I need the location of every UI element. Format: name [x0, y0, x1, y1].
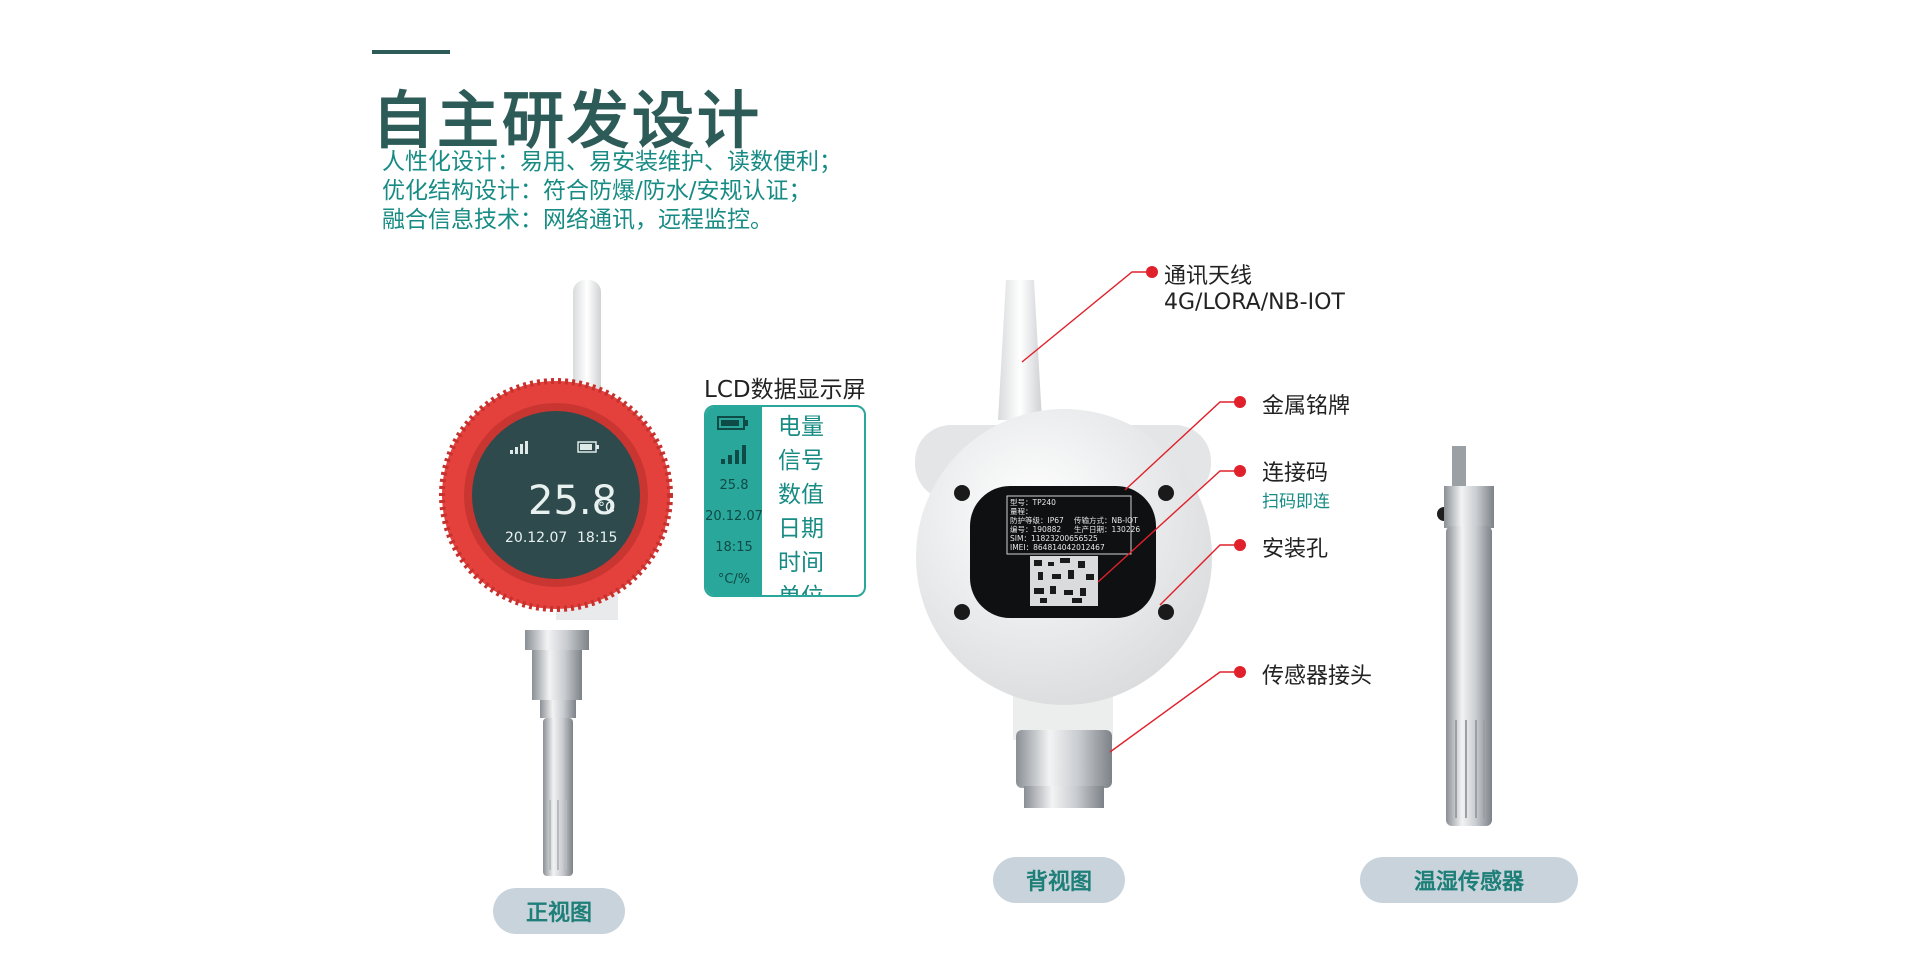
feature-item: 人性化设计：易用、易安装维护、读数便利；: [382, 149, 842, 175]
legend-label-battery: 电量: [778, 414, 824, 440]
callout-dots: [1146, 266, 1246, 678]
svg-text:量程：: 量程：: [1010, 507, 1033, 516]
front-sensor-nut: [540, 700, 576, 718]
callout-connect-code-title: 连接码: [1262, 461, 1329, 486]
callout-sensor-joint: 传感器接头: [1262, 664, 1373, 689]
nameplate-frame: [1006, 495, 1132, 555]
front-lcd-screen: [472, 411, 640, 579]
front-metal-collar: [525, 630, 589, 650]
back-connector-base: [1024, 786, 1104, 808]
legend-unit-symbol: °C/%: [717, 571, 751, 587]
label-back-view: 背视图: [993, 857, 1125, 903]
legend-label-date: 日期: [778, 516, 824, 542]
nameplate-text: 型号：TP240 量程： 防护等级：IP67 编号：190882 SIM：118…: [1010, 498, 1140, 552]
front-view-device: 25.8 °C 20.12.07 18:15: [439, 280, 673, 876]
mount-hole-top-left: [954, 485, 970, 501]
title-accent-bar: [372, 50, 450, 54]
legend-label-time: 时间: [778, 550, 824, 576]
back-nameplate: [970, 486, 1156, 618]
front-ring-grip: [439, 378, 673, 612]
mount-hole-top-right: [1158, 485, 1174, 501]
svg-text:传输方式：NB-IOT: 传输方式：NB-IOT: [1074, 515, 1138, 525]
callout-connect-code-sub: 扫码即连: [1262, 492, 1330, 512]
mount-hole-bottom-right: [1158, 604, 1174, 620]
connect-qr-code: [1030, 556, 1098, 606]
legend-label-value: 数值: [778, 482, 824, 508]
front-antenna: [573, 280, 601, 400]
svg-text:防护等级：IP67: 防护等级：IP67: [1010, 515, 1064, 525]
label-front-view: 正视图: [493, 888, 625, 934]
callout-connect-code: 连接码 扫码即连: [1262, 455, 1330, 512]
back-view-device: 型号：TP240 量程： 防护等级：IP67 编号：190882 SIM：118…: [915, 280, 1212, 808]
svg-text:生产日期：130226: 生产日期：130226: [1074, 524, 1140, 534]
lcd-legend-title: LCD数据显示屏: [704, 377, 866, 403]
front-screen-signal-icon: [510, 441, 528, 454]
back-sensor-connector: [1016, 730, 1112, 788]
legend-time-symbol: 18:15: [715, 540, 753, 556]
page-title: 自主研发设计: [372, 84, 763, 157]
callout-antenna: 通讯天线 4G/LORA/NB-IOT: [1164, 258, 1345, 315]
front-screen-unit: °C: [598, 500, 615, 516]
feature-item: 融合信息技术：网络通讯，远程监控。: [382, 207, 773, 233]
callout-antenna-sub: 4G/LORA/NB-IOT: [1164, 290, 1345, 315]
callout-mount-hole: 安装孔: [1262, 537, 1329, 562]
svg-text:IMEI：864814042012467: IMEI：864814042012467: [1010, 543, 1105, 552]
back-antenna: [998, 280, 1042, 420]
mount-hole-bottom-left: [954, 604, 970, 620]
front-sensor-body: [532, 650, 582, 700]
legend-symbols-column: 25.8 20.12.07 18:15 °C/%: [705, 407, 763, 595]
lcd-legend-table: 25.8 20.12.07 18:15 °C/% 电量 信号 数值 日期 时间 …: [704, 405, 866, 597]
sensor-clip: [1452, 446, 1466, 492]
callout-lines: [1021, 271, 1240, 753]
callout-antenna-title: 通讯天线: [1164, 264, 1253, 289]
front-screen-temp: 25.8: [528, 478, 617, 524]
svg-text:编号：190882: 编号：190882: [1010, 524, 1061, 534]
battery-icon: [706, 407, 762, 438]
legend-labels-column: 电量 信号 数值 日期 时间 单位: [762, 407, 864, 595]
svg-text:SIM：11823200656525: SIM：11823200656525: [1010, 534, 1098, 543]
signal-icon: [706, 438, 762, 469]
legend-label-unit: 单位: [778, 584, 824, 597]
front-screen-date: 20.12.07: [505, 530, 567, 546]
temp-humidity-sensor: [1437, 446, 1494, 826]
svg-text:型号：TP240: 型号：TP240: [1010, 498, 1056, 507]
legend-label-signal: 信号: [778, 448, 824, 474]
legend-value-symbol: 25.8: [719, 477, 749, 493]
sensor-head: [1444, 486, 1494, 528]
feature-item: 优化结构设计：符合防爆/防水/安规认证；: [382, 178, 812, 204]
legend-date-symbol: 20.12.07: [705, 509, 763, 525]
front-screen-battery-icon: [577, 441, 599, 453]
label-temp-humidity-sensor: 温湿传感器: [1360, 857, 1578, 903]
front-screen-time: 18:15: [577, 530, 617, 546]
sensor-tube: [1446, 526, 1492, 826]
callout-nameplate: 金属铭牌: [1262, 394, 1351, 419]
feature-list: 人性化设计：易用、易安装维护、读数便利； 优化结构设计：符合防爆/防水/安规认证…: [382, 148, 842, 235]
